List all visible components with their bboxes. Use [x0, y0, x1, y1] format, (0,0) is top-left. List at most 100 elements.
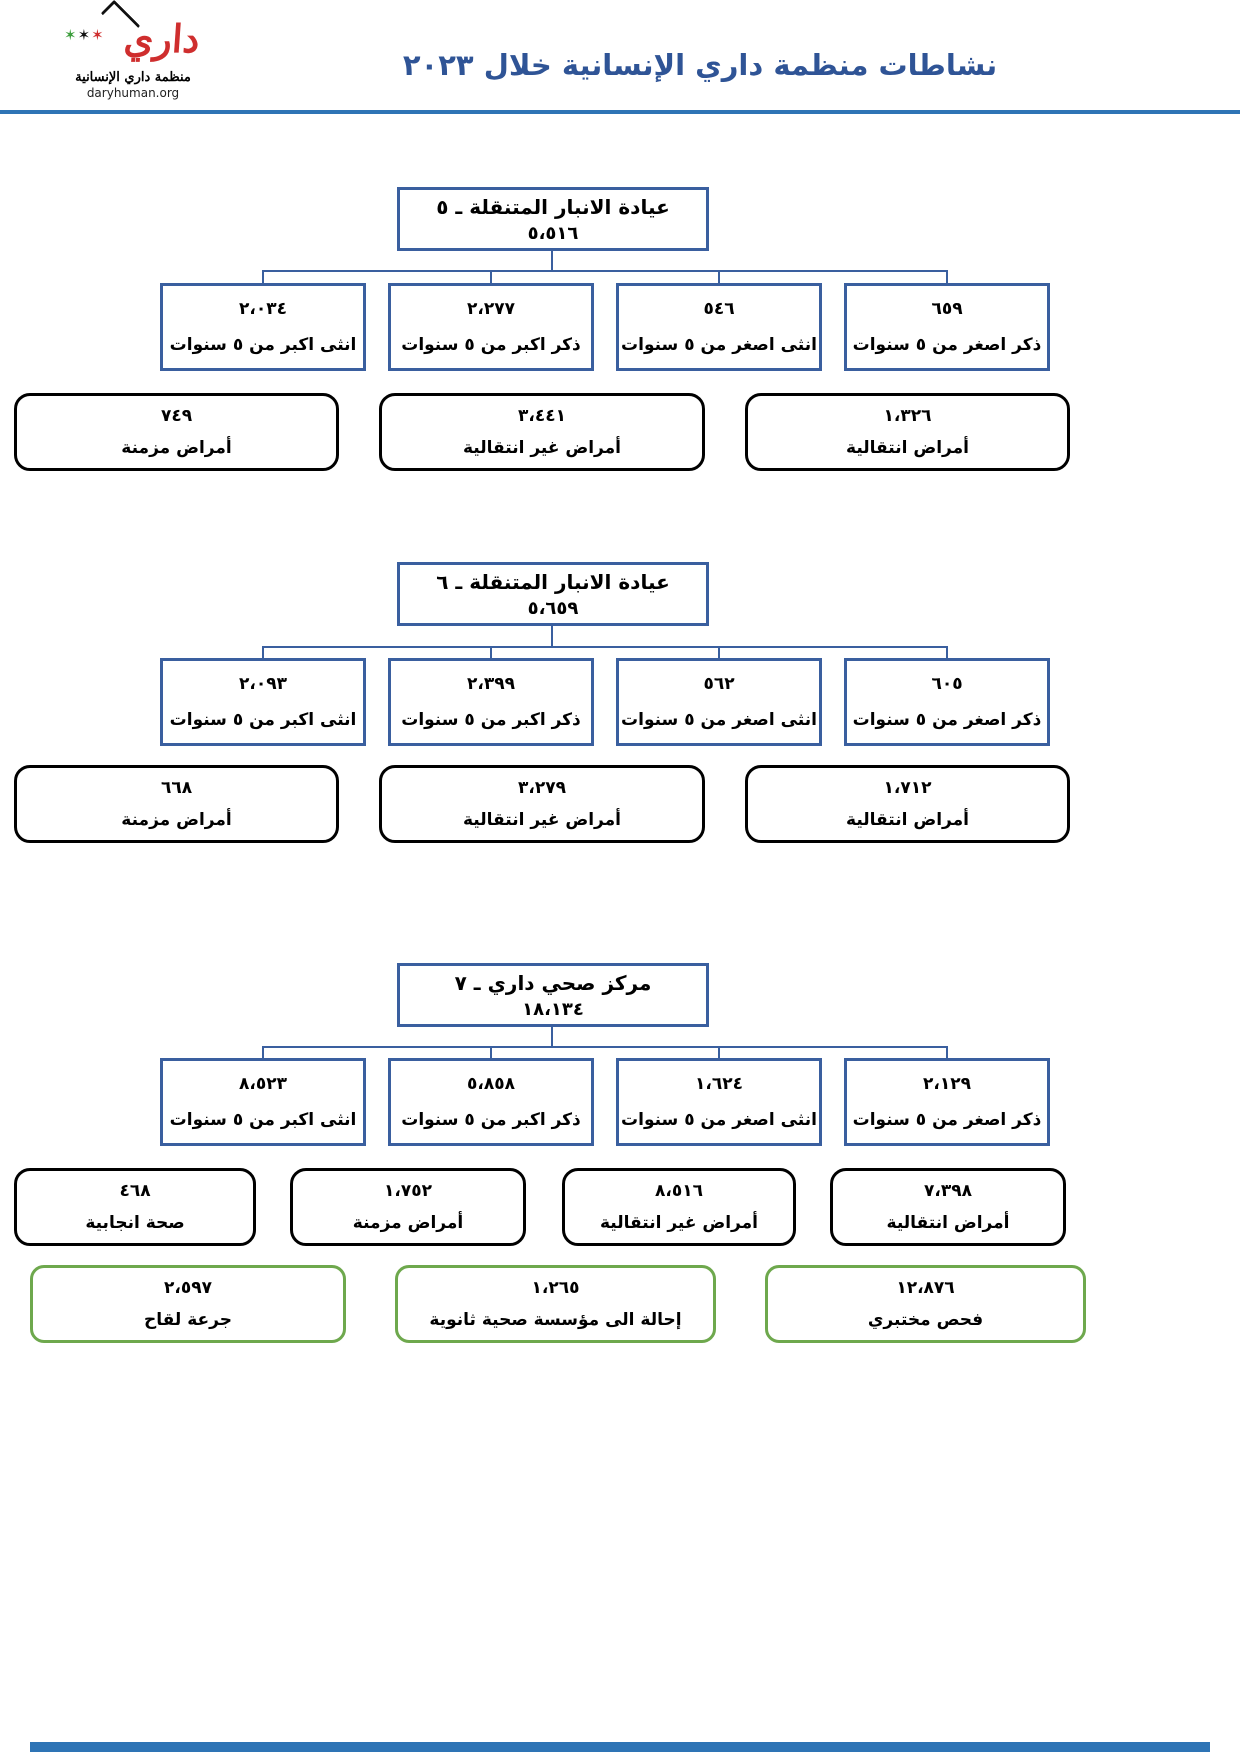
tree2-root-title: عيادة الانبار المتنقلة ـ ٦: [436, 569, 670, 594]
tree1-child-label: انثى اكبر من ٥ سنوات: [169, 335, 357, 355]
tree1-disease-box: ١،٣٢٦ أمراض انتقالية: [745, 393, 1070, 471]
tree3-disease-value: ٤٦٨: [119, 1181, 151, 1201]
tree1-child-value: ٢،٢٧٧: [467, 299, 515, 319]
tree2-disease-box: ٦٦٨ أمراض مزمنة: [14, 765, 339, 843]
tree1-disease-value: ٣،٤٤١: [518, 406, 566, 426]
org-name: منظمة داري الإنسانية: [75, 70, 191, 85]
tree3-connector-drop: [718, 1046, 720, 1058]
tree3-disease-box: ٨،٥١٦ أمراض غير انتقالية: [562, 1168, 796, 1246]
tree3-disease-box: ٤٦٨ صحة انجابية: [14, 1168, 256, 1246]
tree1-child-label: ذكر اكبر من ٥ سنوات: [401, 335, 581, 355]
tree2-child-value: ٢،٣٩٩: [467, 674, 515, 694]
tree2-child-value: ٥٦٢: [703, 674, 735, 694]
tree2-disease-value: ١،٧١٢: [883, 778, 932, 798]
tree1-child-value: ٢،٠٣٤: [239, 299, 287, 319]
tree2-child-label: ذكر اصغر من ٥ سنوات: [852, 710, 1042, 730]
tree3-root-total: ١٨،١٣٤: [522, 998, 584, 1020]
tree3-connector-drop: [262, 1046, 264, 1058]
tree2-disease-label: أمراض انتقالية: [846, 810, 969, 830]
tree3-child-value: ١،٦٢٤: [695, 1074, 743, 1094]
tree2-connector-rail: [262, 646, 948, 648]
tree3-child-label: ذكر اصغر من ٥ سنوات: [852, 1110, 1042, 1130]
tree1-connector-drop: [490, 270, 492, 283]
tree1-connector-stub: [551, 249, 553, 270]
tree3-child-box: ٨،٥٢٣ انثى اكبر من ٥ سنوات: [160, 1058, 366, 1146]
tree2-connector-drop: [490, 646, 492, 658]
tree1-connector-rail: [262, 270, 948, 272]
tree3-root-title: مركز صحي داري ـ ٧: [454, 970, 652, 995]
tree2-disease-box: ٣،٢٧٩ أمراض غير انتقالية: [379, 765, 705, 843]
tree2-child-label: ذكر اكبر من ٥ سنوات: [401, 710, 581, 730]
tree3-service-box: ٢،٥٩٧ جرعة لقاح: [30, 1265, 346, 1343]
tree2-child-label: انثى اصغر من ٥ سنوات: [621, 710, 817, 730]
tree3-disease-value: ٧،٣٩٨: [924, 1181, 972, 1201]
tree3-child-box: ٢،١٢٩ ذكر اصغر من ٥ سنوات: [844, 1058, 1050, 1146]
tree1-child-label: انثى اصغر من ٥ سنوات: [621, 335, 817, 355]
tree1-disease-label: أمراض مزمنة: [121, 438, 232, 458]
website-url: daryhuman.org: [86, 86, 180, 100]
org-logo: ✶✶✶ داري منظمة داري الإنسانية daryhuman.…: [58, 0, 208, 100]
tree3-service-label: إحالة الى مؤسسة صحية ثانوية: [429, 1310, 682, 1330]
tree3-disease-label: صحة انجابية: [85, 1213, 185, 1233]
tree3-connector-stub: [551, 1025, 553, 1046]
tree1-disease-label: أمراض انتقالية: [846, 438, 969, 458]
tree3-connector-drop: [946, 1046, 948, 1058]
tree3-disease-label: أمراض مزمنة: [352, 1213, 464, 1233]
tree1-connector-drop: [718, 270, 720, 283]
tree2-disease-box: ١،٧١٢ أمراض انتقالية: [745, 765, 1070, 843]
tree3-service-box: ١٢،٨٧٦ فحص مختبري: [765, 1265, 1086, 1343]
tree1-disease-value: ٧٤٩: [160, 406, 193, 426]
tree3-service-value: ٢،٥٩٧: [164, 1278, 212, 1298]
tree1-child-box: ٦٥٩ ذكر اصغر من ٥ سنوات: [844, 283, 1050, 371]
logo-artwork: ✶✶✶ داري: [58, 0, 208, 68]
tree1-root-title: عيادة الانبار المتنقلة ـ ٥: [436, 194, 670, 219]
tree3-child-label: ذكر اكبر من ٥ سنوات: [401, 1110, 581, 1130]
tree1-disease-box: ٧٤٩ أمراض مزمنة: [14, 393, 339, 471]
tree2-connector-stub: [551, 624, 553, 646]
footer-bar: [30, 1742, 1210, 1752]
tree3-service-label: فحص مختبري: [867, 1310, 984, 1330]
tree2-disease-value: ٦٦٨: [160, 778, 193, 798]
tree1-child-box: ٢،٠٣٤ انثى اكبر من ٥ سنوات: [160, 283, 366, 371]
tree3-service-value: ١،٢٦٥: [531, 1278, 580, 1298]
tree2-root-box: عيادة الانبار المتنقلة ـ ٦ ٥،٦٥٩: [397, 562, 709, 626]
people-figures-icon: ✶✶✶: [64, 26, 105, 44]
tree2-connector-drop: [262, 646, 264, 658]
tree2-disease-label: أمراض غير انتقالية: [463, 810, 621, 830]
tree1-disease-value: ١،٣٢٦: [883, 406, 932, 426]
tree3-service-box: ١،٢٦٥ إحالة الى مؤسسة صحية ثانوية: [395, 1265, 716, 1343]
tree2-child-value: ٢،٠٩٣: [239, 674, 287, 694]
tree1-child-box: ٥٤٦ انثى اصغر من ٥ سنوات: [616, 283, 822, 371]
tree3-child-label: انثى اصغر من ٥ سنوات: [621, 1110, 817, 1130]
tree3-child-box: ٥،٨٥٨ ذكر اكبر من ٥ سنوات: [388, 1058, 594, 1146]
tree3-service-label: جرعة لقاح: [144, 1310, 232, 1330]
tree2-root-total: ٥،٦٥٩: [527, 597, 579, 619]
tree2-child-label: انثى اكبر من ٥ سنوات: [169, 710, 357, 730]
tree2-connector-drop: [946, 646, 948, 658]
tree1-child-box: ٢،٢٧٧ ذكر اكبر من ٥ سنوات: [388, 283, 594, 371]
tree1-child-value: ٥٤٦: [703, 299, 735, 319]
brand-wordmark: داري: [122, 16, 202, 61]
tree2-disease-label: أمراض مزمنة: [121, 810, 232, 830]
tree1-child-value: ٦٥٩: [931, 299, 963, 319]
tree3-child-value: ٢،١٢٩: [923, 1074, 971, 1094]
tree2-connector-drop: [718, 646, 720, 658]
tree3-disease-box: ١،٧٥٢ أمراض مزمنة: [290, 1168, 526, 1246]
tree1-disease-label: أمراض غير انتقالية: [463, 438, 621, 458]
tree2-child-box: ٦٠٥ ذكر اصغر من ٥ سنوات: [844, 658, 1050, 746]
tree1-root-box: عيادة الانبار المتنقلة ـ ٥ ٥،٥١٦: [397, 187, 709, 251]
tree1-disease-box: ٣،٤٤١ أمراض غير انتقالية: [379, 393, 705, 471]
tree3-connector-drop: [490, 1046, 492, 1058]
tree3-child-box: ١،٦٢٤ انثى اصغر من ٥ سنوات: [616, 1058, 822, 1146]
page-title: نشاطات منظمة داري الإنسانية خلال ٢٠٢٣: [402, 48, 998, 82]
tree3-disease-label: أمراض غير انتقالية: [600, 1213, 758, 1233]
tree1-connector-drop: [946, 270, 948, 283]
tree3-connector-rail: [262, 1046, 948, 1048]
tree2-child-box: ٥٦٢ انثى اصغر من ٥ سنوات: [616, 658, 822, 746]
header-divider: [0, 110, 1240, 114]
tree2-child-value: ٦٠٥: [931, 674, 963, 694]
tree3-root-box: مركز صحي داري ـ ٧ ١٨،١٣٤: [397, 963, 709, 1027]
tree3-child-value: ٥،٨٥٨: [467, 1074, 515, 1094]
tree3-disease-label: أمراض انتقالية: [886, 1213, 1010, 1233]
